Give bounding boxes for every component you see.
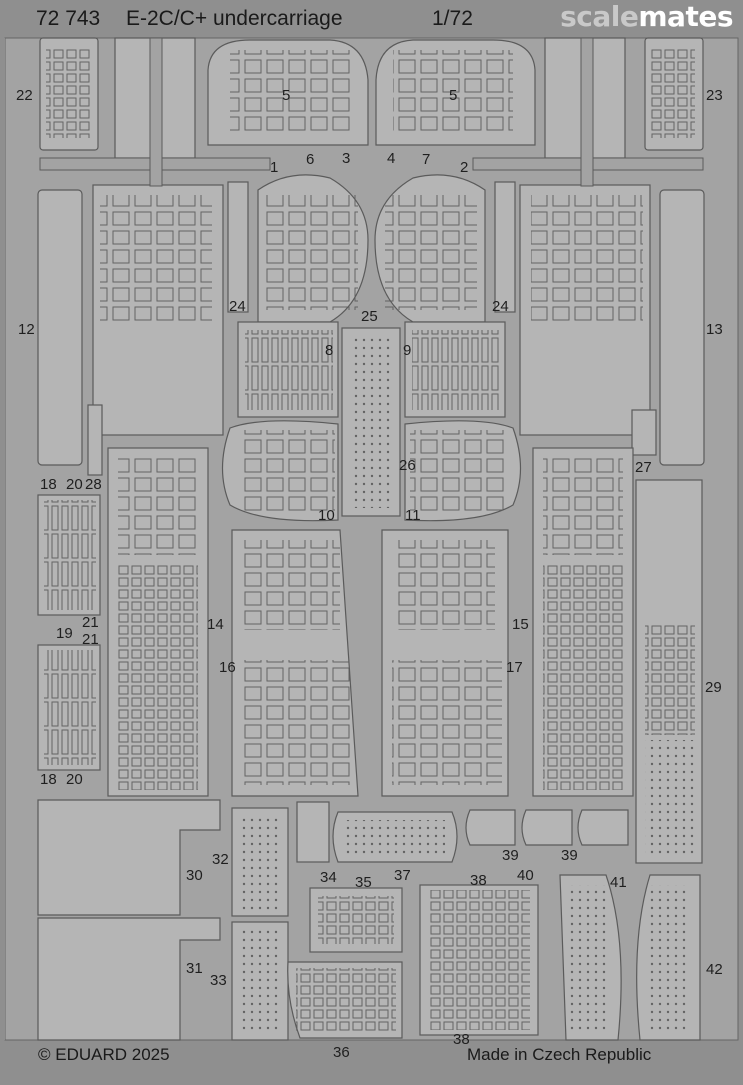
part-number: 6 [306,151,315,168]
part-number: 11 [405,507,421,524]
part-number: 8 [325,342,334,359]
part-number: 22 [16,87,33,104]
part-number: 20 [66,476,83,493]
watermark-mates: mates [638,0,733,33]
part-number: 33 [210,972,227,989]
part-number: 37 [394,867,411,884]
part-number: 21 [82,631,99,648]
part-number: 5 [449,87,458,104]
watermark-scale: scale [560,0,639,33]
origin-text: Made in Czech Republic [467,1045,652,1064]
part-number: 20 [66,771,83,788]
part-number: 4 [387,150,396,167]
part-number: 38 [453,1031,470,1048]
part-number: 19 [56,625,73,642]
sheet-scale: 1/72 [432,7,473,30]
part-number: 12 [18,321,35,338]
part-number: 18 [40,771,57,788]
part-number: 41 [610,874,627,891]
part-number: 3 [342,150,351,167]
sheet-title: E-2C/C+ undercarriage [126,7,343,30]
part-number: 15 [512,616,529,633]
part-number: 35 [355,874,372,891]
part-number: 27 [635,459,652,476]
part-number: 10 [318,507,335,524]
part-number: 39 [502,847,519,864]
part-number: 1 [270,159,279,176]
part-number: 30 [186,867,203,884]
copyright-text: © EDUARD 2025 [38,1045,170,1064]
sheet-code: 72 743 [36,7,101,30]
part-number: 26 [399,457,416,474]
part-number: 5 [282,87,291,104]
part-number: 23 [706,87,723,104]
part-number: 9 [403,342,412,359]
part-number: 29 [705,679,722,696]
part-number: 36 [333,1044,350,1061]
part-number: 14 [207,616,224,633]
part-number: 38 [470,872,487,889]
part-number: 32 [212,851,229,868]
scalemates-watermark: scalemates [560,3,733,31]
part-number: 18 [40,476,57,493]
part-number: 17 [506,659,523,676]
part-number: 39 [561,847,578,864]
part-number: 25 [361,308,378,325]
part-number: 24 [229,298,246,315]
part-number: 42 [706,961,723,978]
part-number: 40 [517,867,534,884]
part-number: 13 [706,321,723,338]
part-number: 34 [320,869,337,886]
part-number: 28 [85,476,102,493]
part-number: 21 [82,614,99,631]
part-number: 2 [460,159,469,176]
part-number: 16 [219,659,236,676]
part-number: 24 [492,298,509,315]
part-number: 31 [186,960,203,977]
part-number: 7 [422,151,431,168]
